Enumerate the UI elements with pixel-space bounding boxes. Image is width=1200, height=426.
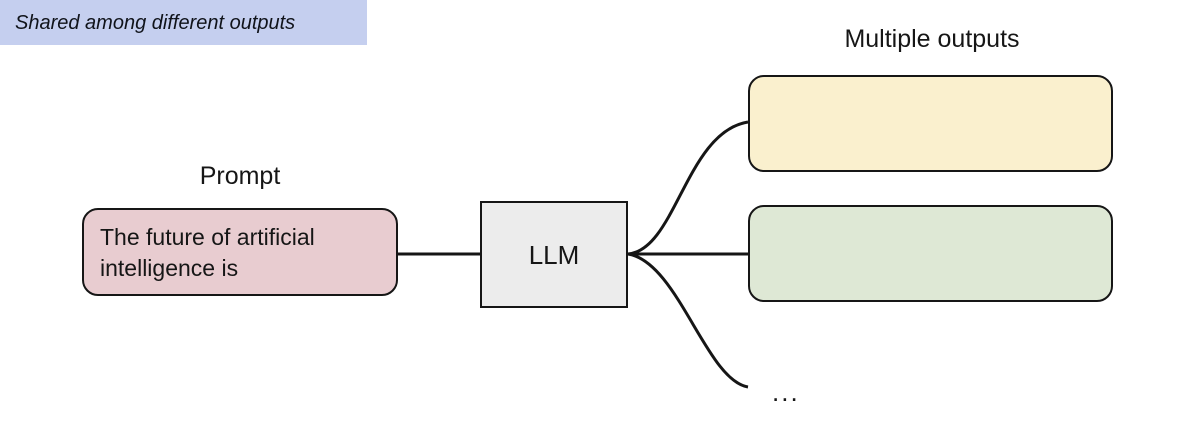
prompt-label: Prompt — [199, 162, 281, 190]
llm-label: LLM — [528, 239, 580, 270]
prompt-text: The future of artificial intelligence is — [100, 224, 315, 281]
shared-among-outputs-note-text: Shared among different outputs — [15, 11, 296, 34]
multiple-outputs-label: Multiple outputs — [844, 25, 1020, 53]
edge-llm-to-ellipsis — [627, 252, 749, 389]
llm-box[interactable]: LLM — [480, 201, 628, 308]
edge-llm-to-output-1 — [627, 120, 749, 256]
prompt-box[interactable]: The future of artificial intelligence is — [82, 208, 398, 296]
output-box-1[interactable] — [748, 75, 1113, 172]
shared-among-outputs-note: Shared among different outputs — [0, 0, 367, 45]
outputs-ellipsis: ... — [772, 377, 800, 407]
output-box-2[interactable] — [748, 205, 1113, 302]
